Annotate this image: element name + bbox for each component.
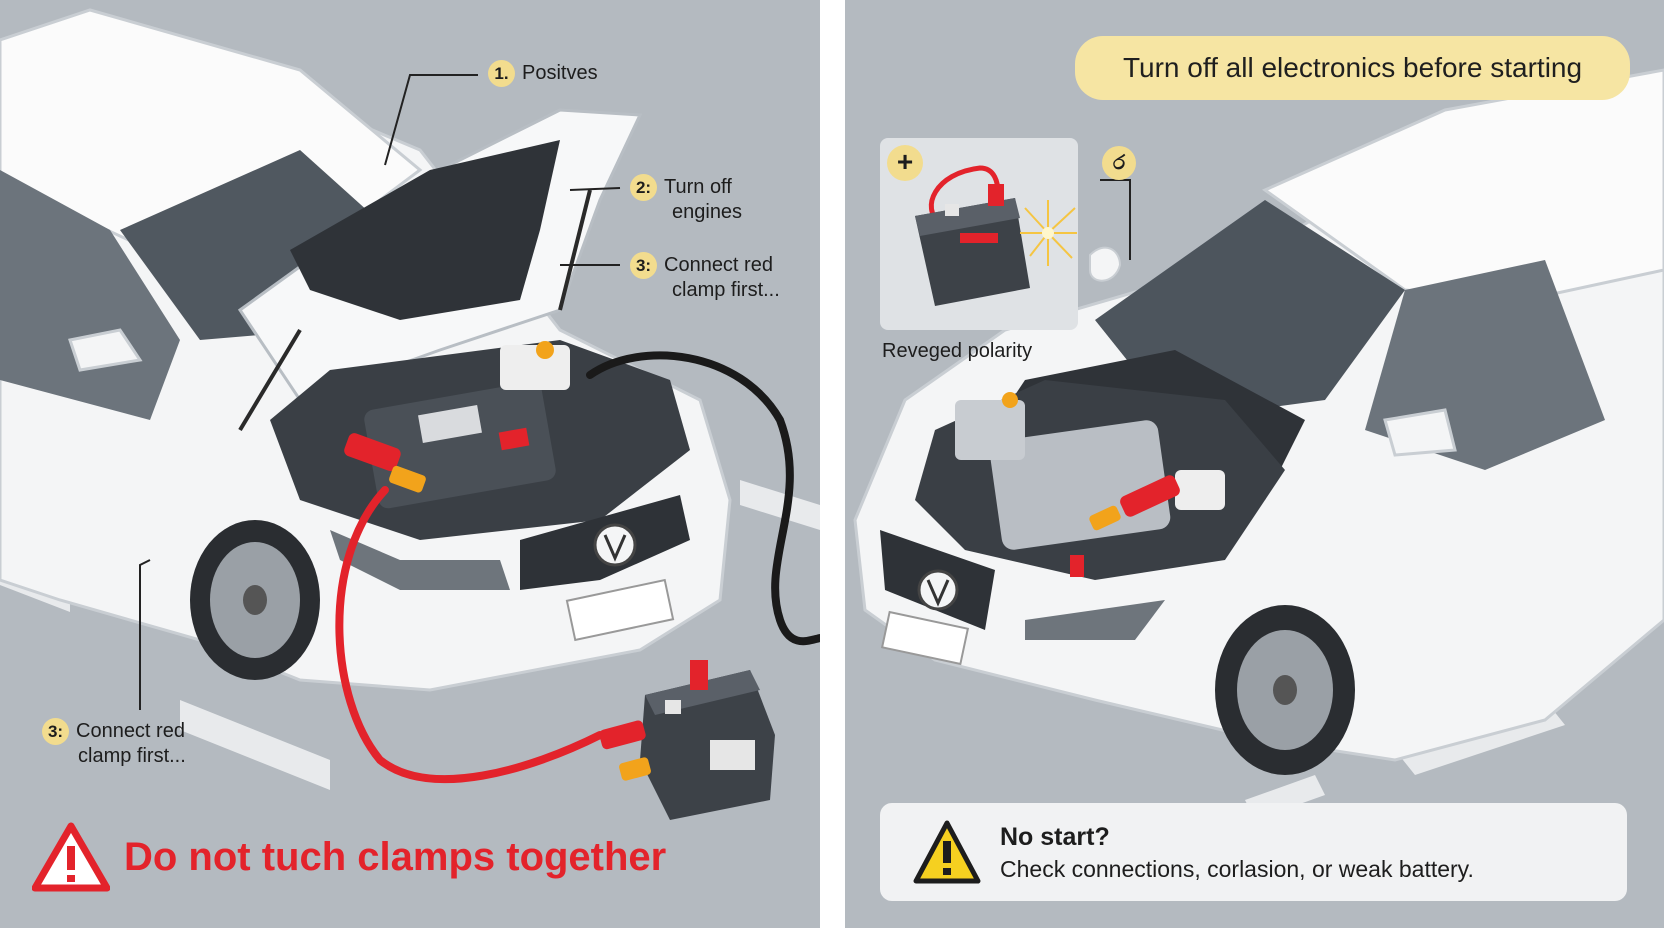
engine-block [989, 420, 1171, 550]
step-badge: 3: [42, 718, 69, 745]
callout-step-3-side: 3: Connect red clamp first... [42, 718, 186, 768]
side-mirror [68, 328, 143, 372]
battery-terminal [665, 700, 681, 714]
callout-text-line2: clamp first... [672, 279, 780, 301]
plus-badge: + [896, 146, 914, 177]
road-marking [740, 480, 820, 530]
left-panel-donor-car: 1. Positves 2: Turn off engines 3: Connect … [0, 0, 820, 928]
right-panel-dead-car [845, 0, 1664, 928]
step-marker-badge: ර [1102, 146, 1136, 180]
coolant-reservoir [1175, 470, 1225, 510]
reservoir-cap [536, 341, 554, 359]
callout-leader [139, 559, 151, 710]
callout-step-1: 1. Positves [488, 60, 598, 87]
license-plate [565, 578, 675, 642]
callout-text-line2: engines [672, 201, 743, 223]
step-badge: 3: [630, 252, 657, 279]
engine-component [955, 400, 1025, 460]
hood-prop-rod [558, 189, 592, 311]
callout-text: Positves [522, 61, 598, 84]
inset-red-terminal [988, 184, 1004, 206]
red-clamp-battery [599, 720, 646, 750]
callout-leader [1100, 179, 1131, 260]
callout-text-line1: Connect red [664, 253, 773, 276]
black-jumper-cable [586, 351, 820, 646]
warning-text: Do not tuch clamps together [124, 834, 667, 879]
donor-car-illustration [0, 8, 820, 820]
battery-red-terminal [1070, 555, 1084, 577]
step-badge: 1. [488, 60, 515, 87]
inset-caption: Reveged polarity [882, 340, 1033, 362]
clamp-jaw [389, 465, 426, 493]
battery-red-terminal [690, 660, 708, 690]
panel-divider [820, 0, 845, 928]
red-clamp [344, 433, 401, 472]
callout-step-3-hood: 3: Connect red clamp first... [630, 252, 780, 302]
yellow-clamp-battery [619, 757, 651, 781]
side-mirror [1383, 408, 1457, 457]
info-body: Check connections, corlasion, or weak ba… [1000, 856, 1474, 882]
red-clamp [1120, 475, 1180, 517]
no-start-info-card: No start? Check connections, corlasion, … [880, 803, 1627, 901]
step-badge: 2: [630, 174, 657, 201]
callout-text-line1: Turn off [664, 175, 732, 198]
headlight [1025, 600, 1165, 640]
hood-prop-rod [238, 328, 302, 432]
road-marking [180, 700, 330, 790]
side-mirror-left [1089, 246, 1122, 282]
coolant-reservoir [500, 345, 570, 390]
plus-badge-circle [887, 145, 923, 181]
engine-label [418, 405, 482, 443]
info-title: No start? [1000, 823, 1110, 851]
license-plate [880, 610, 970, 666]
headlight [330, 530, 510, 590]
battery-positive-terminal [498, 427, 530, 451]
hood-liner [290, 140, 560, 320]
spark-battery-illustration [887, 145, 1077, 306]
callout-text-line1: Connect red [76, 719, 185, 742]
callout-leader [384, 74, 478, 166]
warning-triangle-red-icon [32, 822, 110, 892]
callout-leader [569, 187, 621, 191]
reversed-polarity-inset: + [880, 138, 1078, 330]
reservoir-cap [1002, 392, 1018, 408]
electronics-off-banner: Turn off all electronics before starting [1075, 36, 1630, 100]
clamp-warning: Do not tuch clamps together [32, 822, 666, 892]
battery-label [710, 740, 755, 770]
warning-triangle-yellow-icon [913, 820, 981, 884]
callout-step-2: 2: Turn off engines [630, 174, 742, 224]
red-jumper-cable [335, 486, 604, 783]
dead-car-illustration [853, 68, 1664, 820]
callout-text-line2: clamp first... [78, 745, 186, 767]
clamp-jaw [1089, 505, 1121, 531]
inset-red-cable [928, 165, 1001, 225]
